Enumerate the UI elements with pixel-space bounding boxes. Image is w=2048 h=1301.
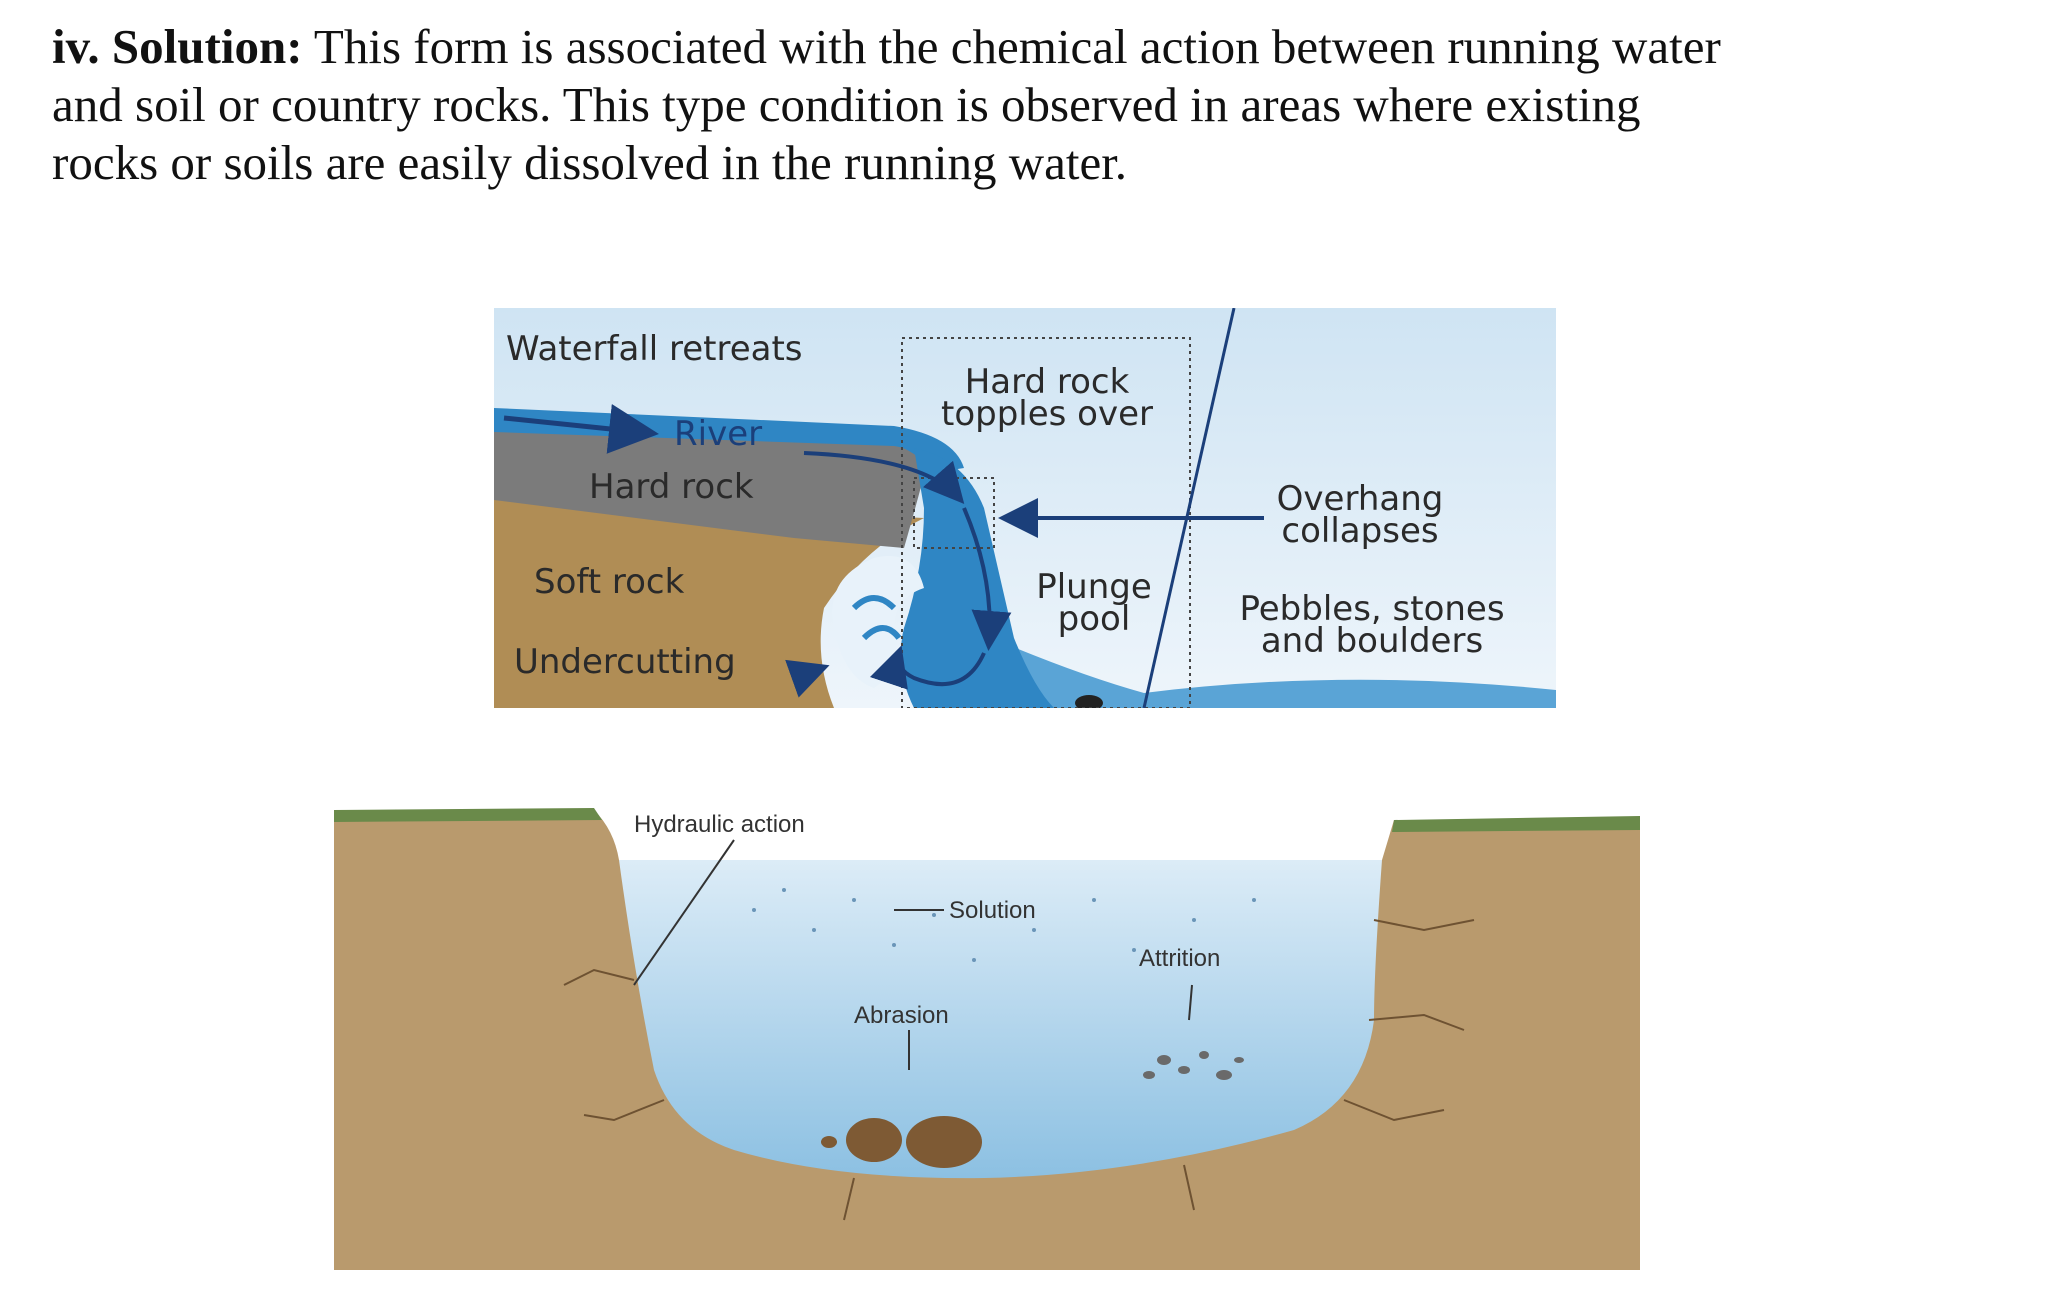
label-plunge-pool-1: Plunge — [1036, 567, 1152, 607]
pebble — [1075, 695, 1103, 708]
attrition-pebbles — [1143, 1051, 1244, 1080]
label-overhang-1: Overhang — [1277, 479, 1444, 519]
attrition-leader — [1188, 984, 1193, 1021]
river-flow-arrow — [503, 404, 659, 454]
paragraph-line-2: and soil or country rocks. This type con… — [52, 77, 1641, 132]
hard-rock-layer — [494, 418, 923, 548]
label-hydraulic-action: Hydraulic action — [634, 811, 805, 838]
waterfall-diagram: Waterfall retreats River Hard rock Soft … — [494, 308, 1556, 708]
foam-swirls — [851, 595, 902, 641]
soft-rock-layer — [494, 498, 924, 708]
label-attrition: Attrition — [1139, 945, 1220, 972]
paragraph-line-1: iv. Solution: This form is associated wi… — [52, 18, 2012, 76]
solution-paragraph: iv. Solution: This form is associated wi… — [52, 18, 2012, 192]
paragraph-text-1: This form is associated with the chemica… — [313, 19, 1721, 74]
downstream-water — [924, 608, 1556, 708]
boulder — [906, 1116, 982, 1168]
label-abrasion: Abrasion — [854, 1002, 949, 1029]
label-hard-rock-topples-1: Hard rock — [965, 362, 1130, 402]
label-soft-rock: Soft rock — [534, 562, 685, 602]
swirl-arrow — [869, 645, 986, 690]
label-overhang-2: collapses — [1281, 511, 1438, 551]
label-solution: Solution — [949, 897, 1036, 924]
label-plunge-pool-2: pool — [1058, 599, 1131, 639]
left-grass — [334, 808, 602, 822]
paragraph-line-3: rocks or soils are easily dissolved in t… — [52, 135, 1128, 190]
dissolved-particles — [752, 888, 1256, 962]
water-flow-arrow-2 — [962, 507, 1012, 651]
river-erosion-diagram: Hydraulic action Solution Attrition Abra… — [334, 770, 1640, 1270]
label-hard-rock-topples-2: topples over — [941, 394, 1153, 434]
label-pebbles-2: and boulders — [1261, 621, 1483, 661]
undercut-arrow — [785, 659, 830, 698]
river-channel-water — [619, 860, 1382, 1179]
label-river: River — [674, 414, 762, 454]
hydraulic-leader — [633, 839, 735, 986]
left-bank — [334, 810, 619, 860]
label-undercutting: Undercutting — [514, 642, 736, 682]
paragraph-heading: iv. Solution: — [52, 19, 303, 74]
water-flow-arrow-1 — [803, 451, 965, 505]
pebble — [821, 1136, 837, 1148]
pebbles-pointer — [1142, 308, 1236, 708]
label-hard-rock: Hard rock — [589, 467, 754, 507]
overhang-box — [913, 477, 995, 549]
falling-water — [900, 448, 1054, 708]
right-grass — [1392, 816, 1640, 832]
label-waterfall-retreats: Waterfall retreats — [506, 329, 803, 369]
bank-cracks — [563, 919, 1475, 1221]
label-pebbles-1: Pebbles, stones — [1239, 589, 1504, 629]
boulder — [846, 1118, 902, 1162]
